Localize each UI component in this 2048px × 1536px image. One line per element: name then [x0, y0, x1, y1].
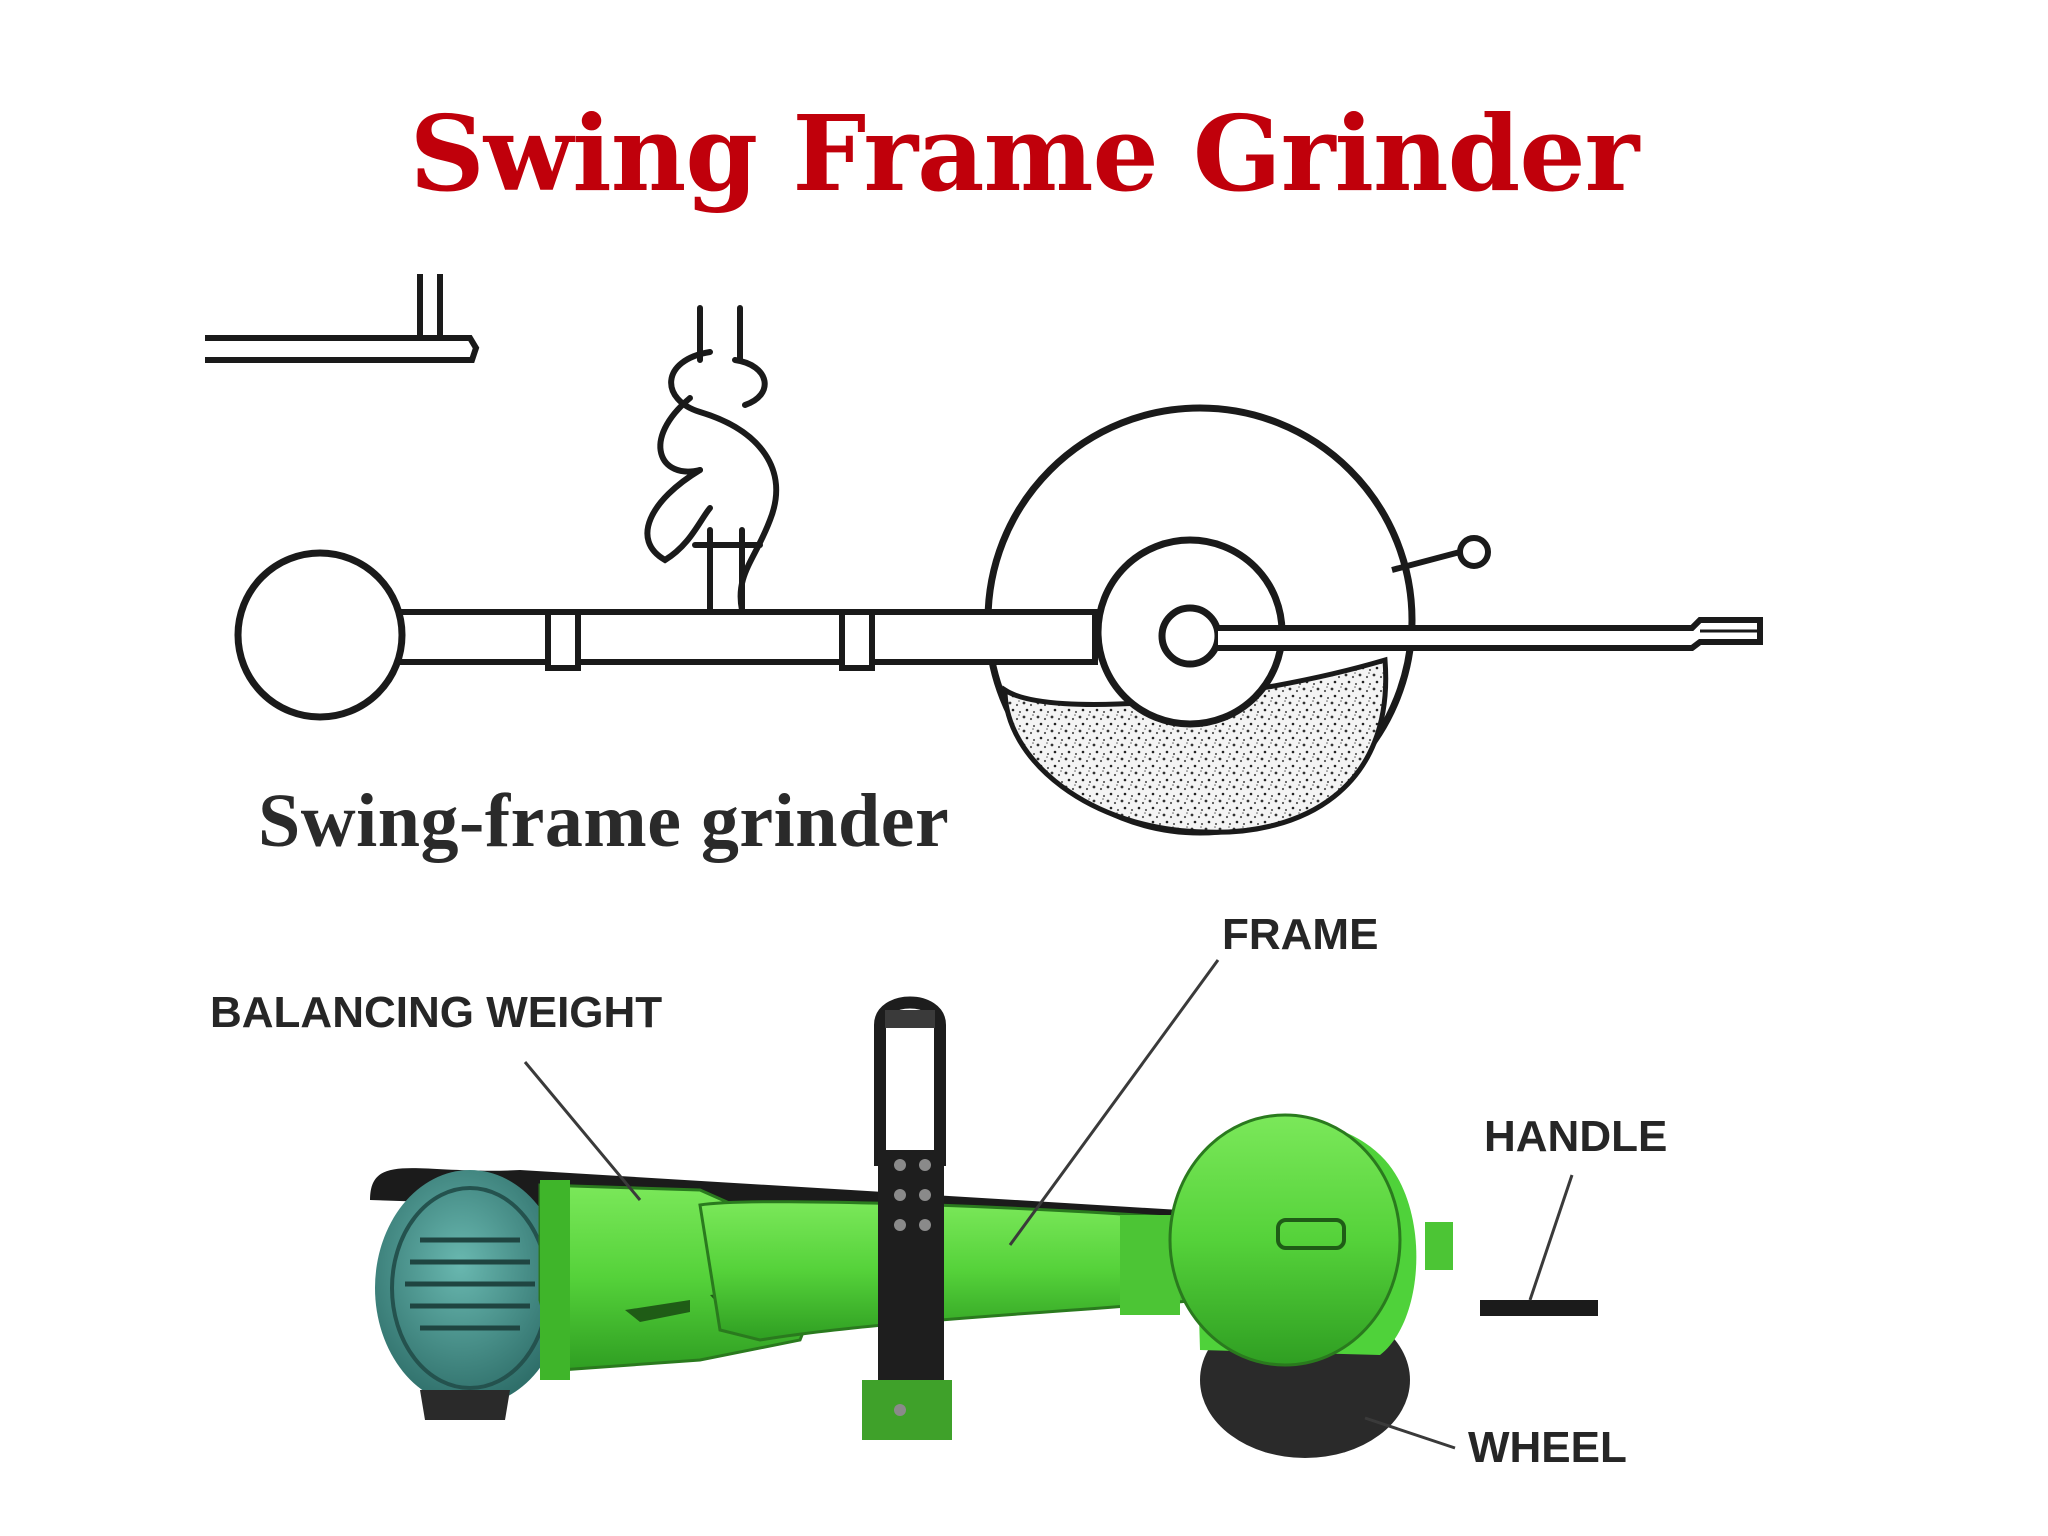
sketch-caption: Swing-frame grinder: [258, 779, 950, 863]
wheel-label: WHEEL: [1468, 1423, 1627, 1472]
guard-knob: [1391, 535, 1491, 573]
wheel-hub: [1094, 536, 1286, 728]
frame-label: FRAME: [1222, 910, 1379, 959]
frame-leader: [1008, 959, 1220, 1246]
handle-label: HANDLE: [1484, 1112, 1668, 1161]
wheel-guard-photo: [1168, 1113, 1453, 1367]
balancing-weight-sketch: [234, 549, 406, 721]
overhead-bracket: [205, 274, 480, 363]
balancing-weight-leader: [523, 1061, 642, 1201]
handle-rod: [1218, 617, 1763, 651]
balancing-weight-label: BALANCING WEIGHT: [210, 988, 663, 1037]
motor: [375, 1170, 565, 1420]
suspension-hook: [644, 305, 780, 613]
wheel-leader: [1364, 1416, 1456, 1450]
handle-bar: [1480, 1300, 1598, 1316]
page-title: Swing Frame Grinder: [409, 92, 1640, 215]
handle-leader: [1528, 1174, 1574, 1301]
suspension-loop: [862, 996, 952, 1440]
